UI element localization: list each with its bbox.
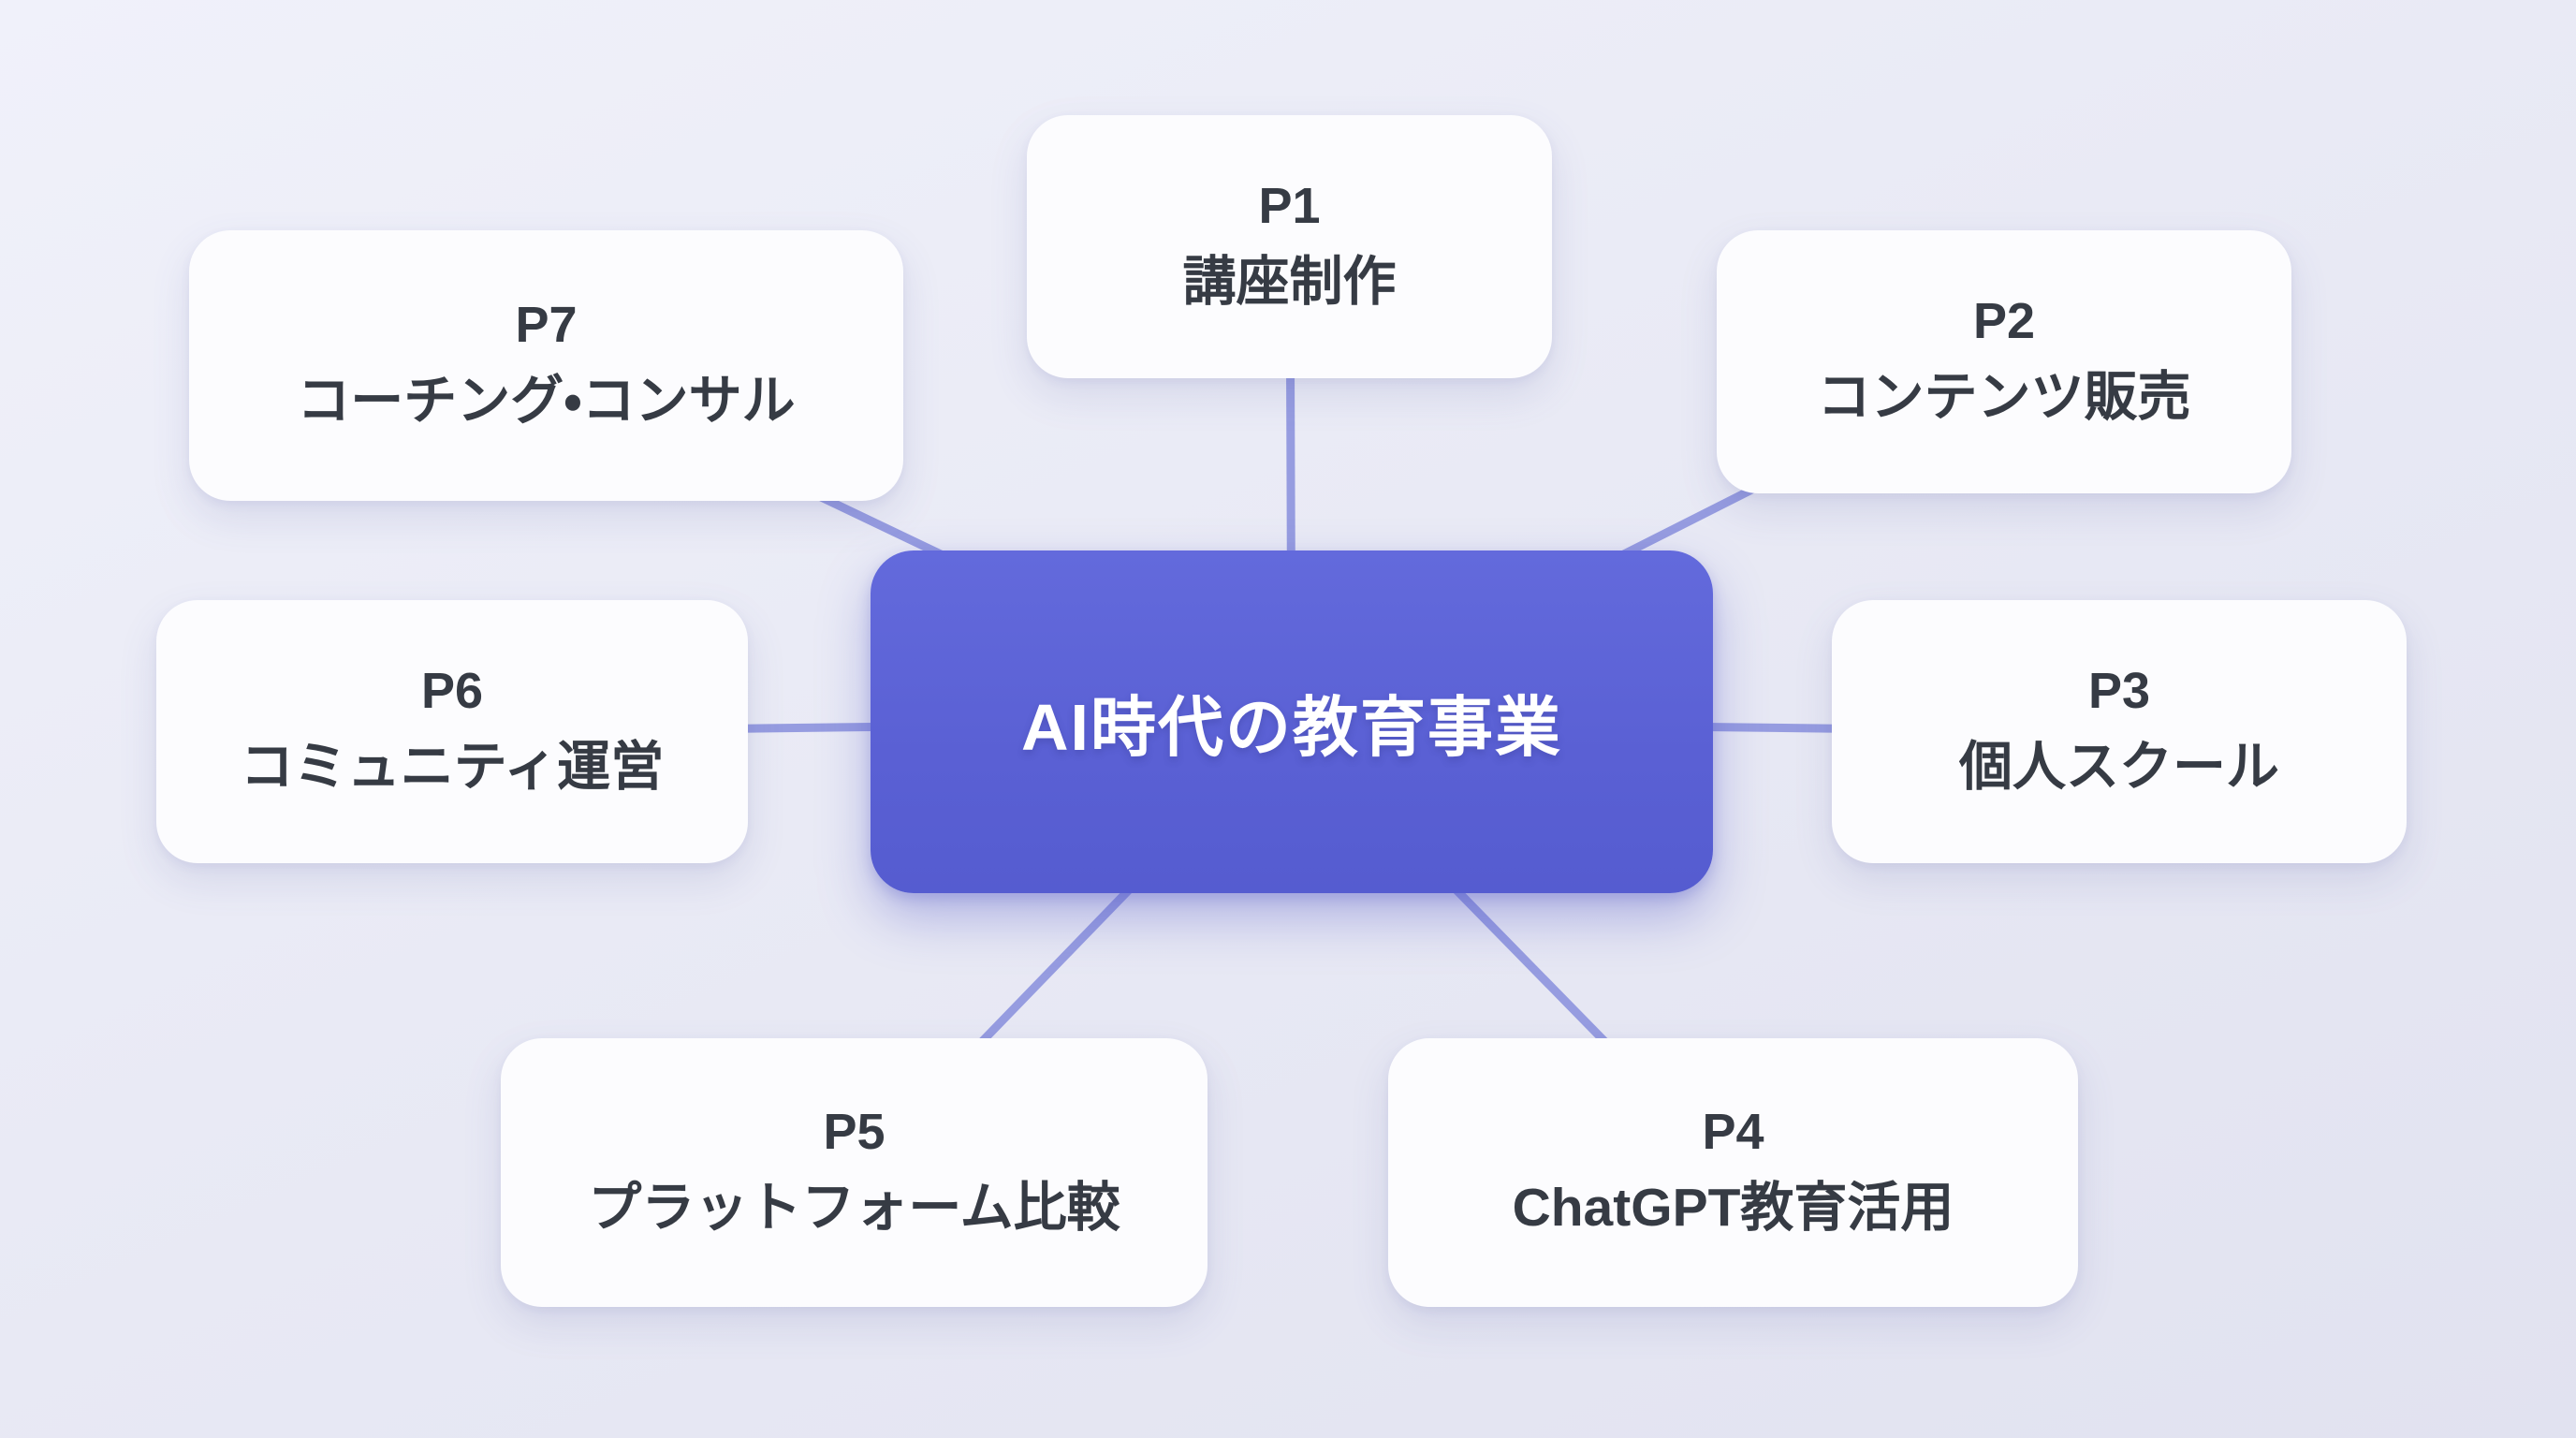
node-card-p2: P2 コンテンツ販売 xyxy=(1717,230,2291,493)
node-label: コーチング・コンサル xyxy=(297,370,796,431)
node-label: コンテンツ販売 xyxy=(1817,366,2191,427)
node-code: P6 xyxy=(420,662,484,719)
center-node-label: AI時代の教育事業 xyxy=(1021,690,1562,764)
node-label: ChatGPT教育活用 xyxy=(1512,1177,1954,1238)
node-card-p4: P4 ChatGPT教育活用 xyxy=(1388,1038,2078,1307)
node-code: P5 xyxy=(823,1103,886,1160)
node-label: 個人スクール xyxy=(1959,736,2279,797)
node-code: P4 xyxy=(1702,1103,1764,1160)
node-code: P1 xyxy=(1258,177,1321,234)
node-card-p1: P1 講座制作 xyxy=(1027,115,1552,378)
node-label: 講座制作 xyxy=(1182,251,1397,312)
node-label: プラットフォーム比較 xyxy=(588,1177,1120,1238)
node-card-p6: P6 コミュニティ運営 xyxy=(156,600,748,863)
node-code: P7 xyxy=(515,296,578,353)
node-code: P3 xyxy=(2087,662,2151,719)
node-label: コミュニティ運営 xyxy=(240,736,665,797)
center-node: AI時代の教育事業 xyxy=(871,550,1713,893)
node-card-p5: P5 プラットフォーム比較 xyxy=(501,1038,1208,1307)
node-code: P2 xyxy=(1972,292,2036,349)
node-card-p7: P7 コーチング・コンサル xyxy=(189,230,903,501)
node-card-p3: P3 個人スクール xyxy=(1832,600,2407,863)
